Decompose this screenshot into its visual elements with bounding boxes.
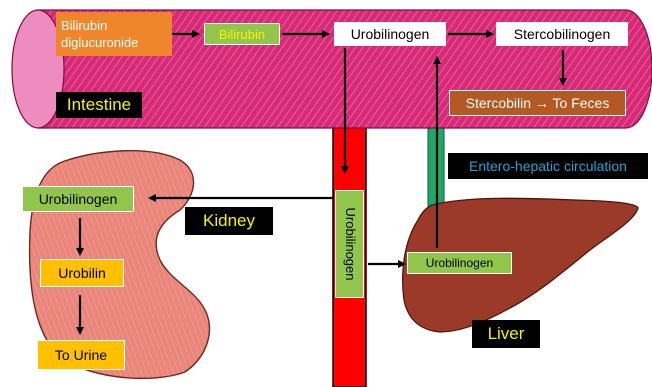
urobilinogen-blood-label: Urobilinogen xyxy=(342,194,358,294)
kidney-label: Kidney xyxy=(185,207,273,235)
urobilinogen-liver-label: Urobilinogen xyxy=(407,252,512,274)
entero-hepatic-label: Entero-hepatic circulation xyxy=(448,153,648,179)
to-urine-label: To Urine xyxy=(37,340,125,370)
bilirubin-diglucuronide-label: Bilirubin diglucuronide xyxy=(56,12,172,56)
urobilinogen-kidney-label: Urobilinogen xyxy=(22,186,134,212)
stercobilin-to-feces-label: Stercobilin → To Feces xyxy=(449,90,626,116)
liver-label: Liver xyxy=(472,320,540,348)
urobilin-label: Urobilin xyxy=(40,259,124,287)
bilirubin-label: Bilirubin xyxy=(204,23,280,45)
stercobilinogen-label: Stercobilinogen xyxy=(496,22,628,46)
intestine-label: Intestine xyxy=(56,92,142,118)
urobilinogen-intestine-label: Urobilinogen xyxy=(334,22,446,46)
